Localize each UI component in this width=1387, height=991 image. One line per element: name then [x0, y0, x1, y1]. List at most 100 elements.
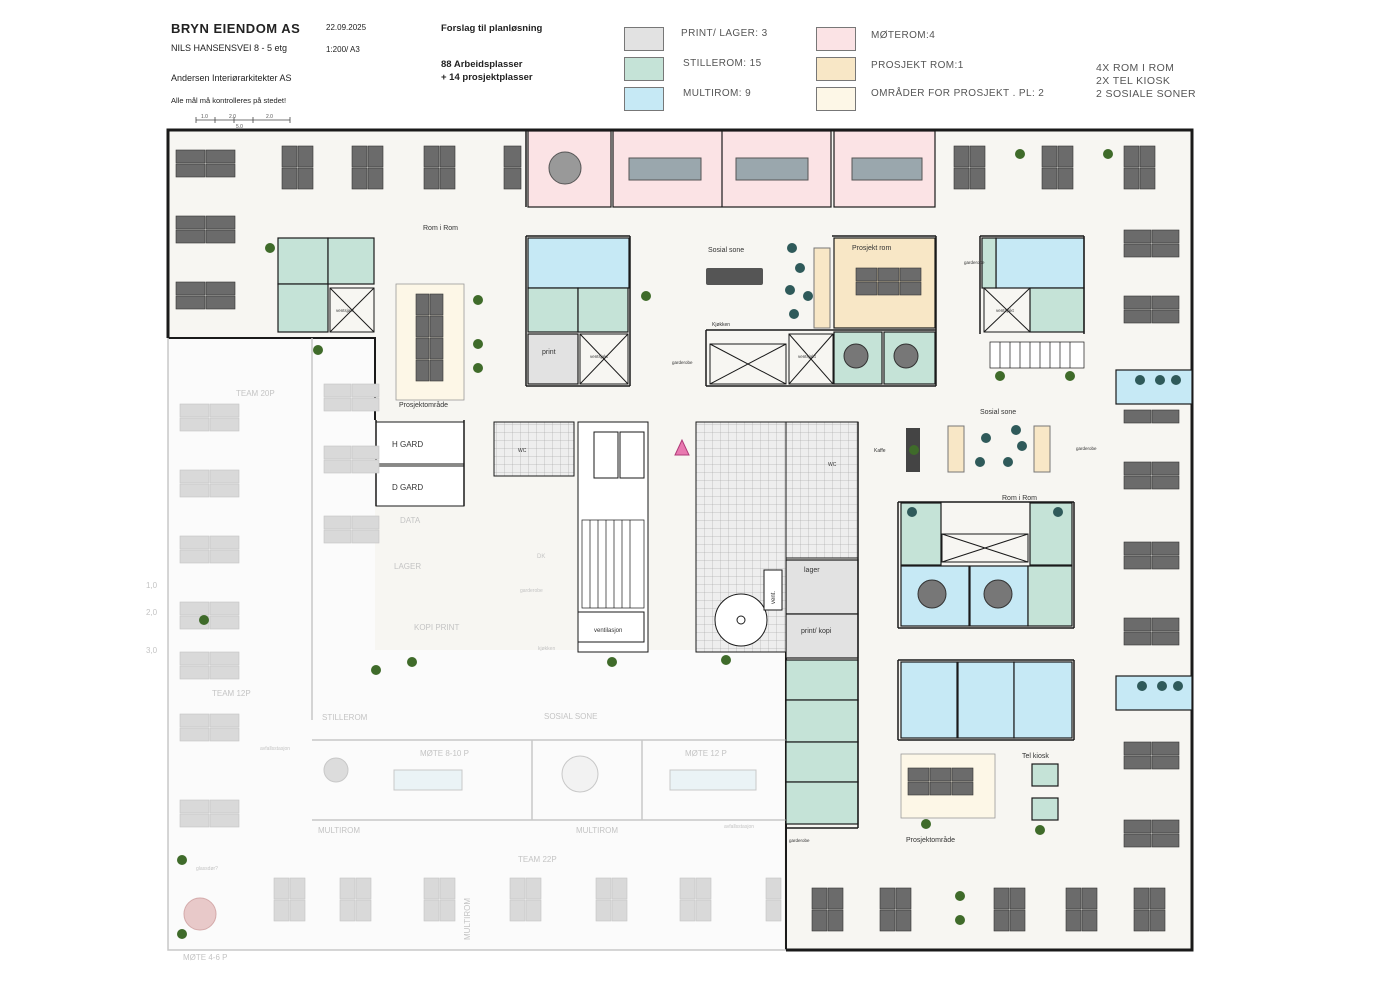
desk	[1123, 541, 1152, 556]
desk	[205, 149, 236, 164]
quiet-table-2	[893, 343, 919, 369]
desk	[855, 281, 878, 296]
summary-tel-kiosk: 2X TEL KIOSK	[1096, 75, 1171, 87]
desk	[209, 713, 240, 728]
existing-sosial-sone: SOSIAL SONE	[544, 712, 598, 721]
label-lager: lager	[804, 567, 820, 574]
desk	[1123, 755, 1152, 770]
d-gard-room	[375, 465, 465, 507]
desk	[351, 397, 380, 412]
label-garderobe-3: garderobe	[1076, 446, 1097, 451]
label-garderobe-2: garderobe	[964, 260, 985, 265]
existing-stillerom: STILLEROM	[322, 713, 368, 722]
legend-label-prosjekt-rom: PROSJEKT ROM:1	[871, 60, 964, 71]
desk	[879, 909, 896, 932]
label-kjokken: Kjøkken	[712, 322, 730, 328]
desk	[179, 713, 210, 728]
desk	[1151, 819, 1180, 834]
desk	[969, 145, 986, 168]
desk	[1123, 475, 1152, 490]
desk	[1151, 461, 1180, 476]
lounge-seat-icon	[795, 263, 805, 273]
desk	[209, 615, 240, 630]
lounge-seat-icon	[975, 457, 985, 467]
entrance-marker-icon	[674, 438, 690, 456]
existing-team-22p: TEAM 22P	[518, 855, 557, 864]
desk	[423, 899, 440, 922]
desk	[351, 515, 380, 530]
existing-avfall-1: avfallsstasjon	[260, 746, 290, 752]
desk	[899, 281, 922, 296]
desk	[179, 727, 210, 742]
desk	[429, 337, 444, 360]
label-wc-2: WC	[828, 462, 837, 468]
desk	[765, 877, 782, 900]
plant-icon	[177, 855, 187, 865]
desk	[273, 899, 290, 922]
label-sosial-sone-1: Sosial sone	[708, 247, 744, 254]
desk	[1123, 741, 1152, 756]
scale-label-4: 5.0	[236, 124, 243, 130]
lounge-seat-icon	[787, 243, 797, 253]
desk	[811, 909, 828, 932]
desk	[1151, 631, 1180, 646]
desk	[439, 167, 456, 190]
desk	[595, 877, 612, 900]
desk	[1151, 833, 1180, 848]
existing-table-5	[669, 769, 757, 791]
desk	[209, 601, 240, 616]
label-ventilasjon: ventilasjon	[594, 628, 622, 634]
desk	[765, 899, 782, 922]
desk	[1009, 887, 1026, 910]
desk	[951, 767, 974, 782]
desk	[209, 469, 240, 484]
legend-swatch-prosjekt-rom	[816, 57, 856, 81]
plan-date: 22.09.2025	[326, 23, 367, 32]
desk	[1151, 741, 1180, 756]
existing-multirom-1: MULTIROM	[318, 826, 360, 835]
shafts	[329, 287, 1031, 563]
desk	[415, 337, 430, 360]
desk	[879, 887, 896, 910]
lounge-seat-icon	[1155, 375, 1165, 385]
desk	[281, 167, 298, 190]
existing-kjokken: kjøkken	[538, 646, 555, 652]
desk	[351, 529, 380, 544]
multi-rooms	[527, 237, 1193, 739]
desk	[1123, 243, 1152, 258]
label-prosjektomrade-2: Prosjektområde	[906, 836, 955, 844]
desk	[175, 149, 206, 164]
desk	[323, 383, 352, 398]
lounge-seat-icon	[1003, 457, 1013, 467]
existing-desk-clusters	[179, 383, 782, 922]
legend-label-multirom: MULTIROM: 9	[683, 88, 752, 99]
measure-note: Alle mål må kontrolleres på stedet!	[171, 96, 287, 105]
stair-east	[989, 341, 1085, 369]
desk	[1123, 409, 1152, 424]
proposal-title: Forslag til planløsning	[441, 23, 543, 34]
existing-walls	[167, 338, 786, 951]
desk	[1139, 167, 1156, 190]
summary-sosiale-soner: 2 SOSIALE SONER	[1096, 88, 1196, 100]
desk	[179, 651, 210, 666]
meeting-rooms	[527, 130, 936, 208]
plant-icon	[909, 445, 919, 455]
legend-swatch-moterom	[816, 27, 856, 51]
desk	[179, 549, 210, 564]
lounge-seat-icon	[785, 285, 795, 295]
desk	[877, 281, 900, 296]
desk	[367, 167, 384, 190]
desk	[423, 877, 440, 900]
desk	[205, 295, 236, 310]
desk	[323, 445, 352, 460]
lounge-seats	[785, 243, 1183, 691]
label-prosjektomrade-1: Prosjektområde	[399, 401, 448, 409]
lounge-seat-icon	[1171, 375, 1181, 385]
plant-icon	[265, 243, 275, 253]
existing-avfall-2: avfallsstasjon	[724, 824, 754, 830]
existing-garderobe: garderobe	[520, 588, 543, 594]
label-print-kopi: print/ kopi	[801, 628, 832, 635]
existing-dk: DK	[537, 554, 545, 560]
plant-icon	[371, 665, 381, 675]
inner-walls	[375, 131, 1085, 829]
